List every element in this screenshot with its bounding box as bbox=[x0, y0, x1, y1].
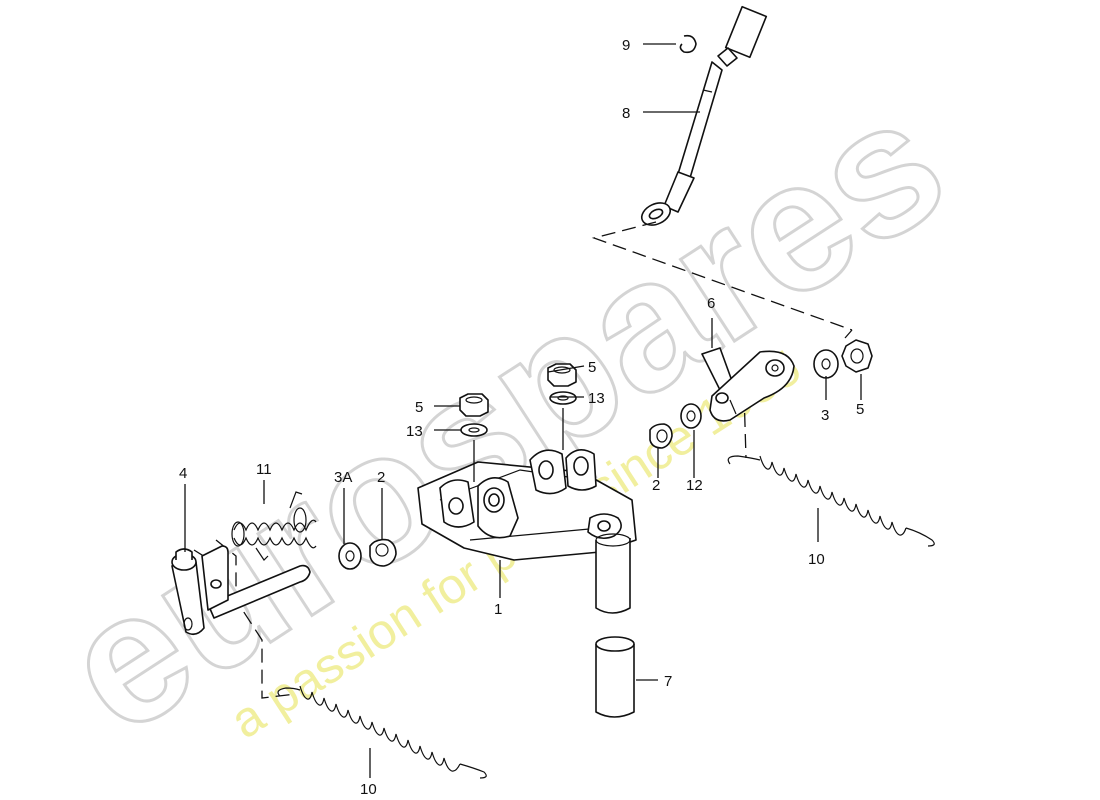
part-3a-washer bbox=[338, 542, 362, 570]
label-6: 6 bbox=[707, 295, 715, 312]
label-1: 1 bbox=[494, 601, 502, 618]
label-10-left: 10 bbox=[360, 781, 377, 798]
label-3a: 3A bbox=[334, 469, 352, 486]
label-7: 7 bbox=[664, 673, 672, 690]
label-10-right: 10 bbox=[808, 551, 825, 568]
part-10-spring-right bbox=[727, 455, 935, 547]
leader-lines bbox=[184, 43, 862, 778]
part-8-shift-rod bbox=[640, 5, 768, 226]
part-7-sleeve bbox=[595, 636, 635, 718]
part-13-washer-right bbox=[549, 391, 577, 405]
label-11: 11 bbox=[256, 461, 272, 478]
part-6-lever bbox=[701, 347, 795, 422]
label-2-left: 2 bbox=[377, 469, 385, 486]
part-3-washer-right bbox=[813, 349, 839, 379]
label-4: 4 bbox=[179, 465, 187, 482]
label-5-right: 5 bbox=[856, 401, 864, 418]
part-4-lever-shaft bbox=[171, 545, 311, 636]
part-12-washer bbox=[680, 403, 702, 429]
part-1-bracket bbox=[417, 449, 637, 614]
watermark: eurospares a passion for parts since 198… bbox=[28, 56, 980, 775]
label-13-left: 13 bbox=[406, 423, 423, 440]
callout-labels: 9 8 6 5 13 5 13 3 5 2 12 10 1 7 4 11 3A … bbox=[179, 37, 864, 798]
label-5-left: 5 bbox=[415, 399, 423, 416]
part-5-nut-right bbox=[547, 363, 577, 387]
part-5-nut-far-right bbox=[841, 339, 873, 373]
label-12: 12 bbox=[686, 477, 703, 494]
part-9-clip bbox=[679, 34, 697, 54]
part-5-nut-left bbox=[459, 393, 489, 417]
label-8: 8 bbox=[622, 105, 630, 122]
part-2-bushing-right bbox=[649, 423, 673, 449]
part-11-torsion-spring bbox=[231, 491, 317, 561]
label-2-right: 2 bbox=[652, 477, 660, 494]
watermark-brand: eurospares bbox=[30, 58, 979, 774]
part-13-washer-left bbox=[460, 423, 488, 437]
part-2-bushing-left bbox=[369, 538, 397, 567]
label-5-upper: 5 bbox=[588, 359, 596, 376]
part-10-spring-left bbox=[277, 685, 487, 779]
label-3: 3 bbox=[821, 407, 829, 424]
label-13-upper: 13 bbox=[588, 390, 605, 407]
label-9: 9 bbox=[622, 37, 630, 54]
